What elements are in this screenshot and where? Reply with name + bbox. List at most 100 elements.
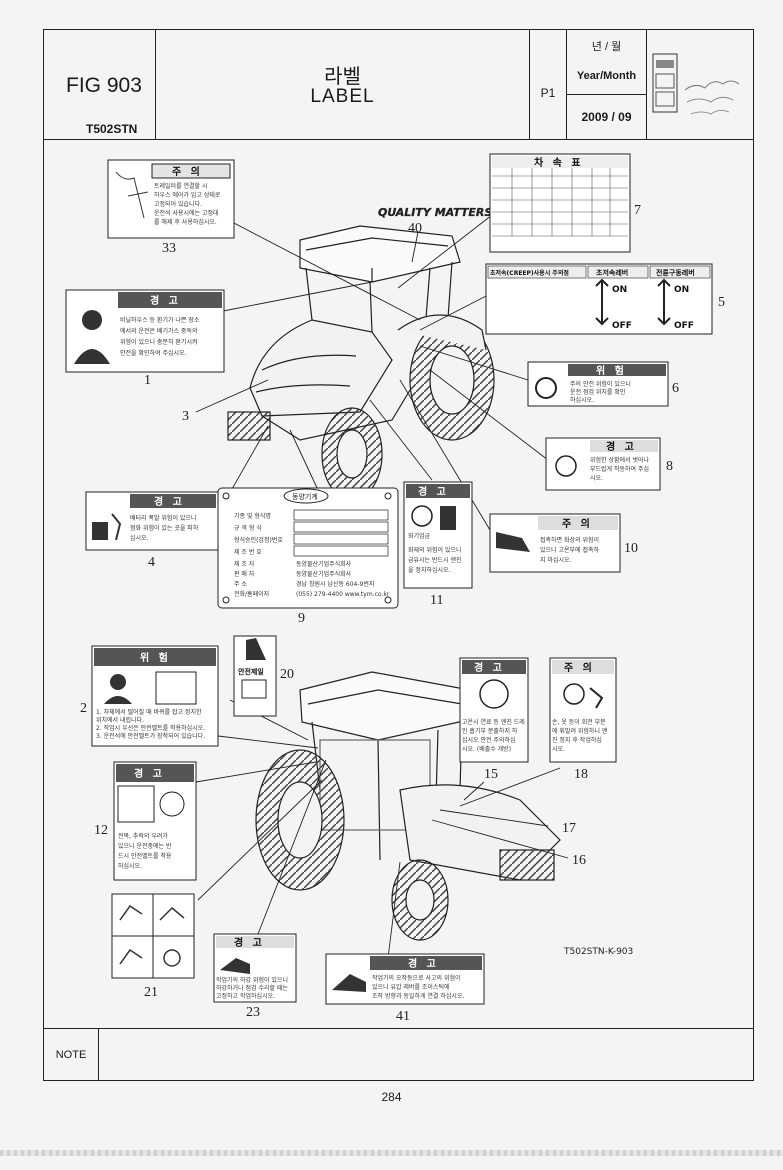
year-month-korean: 년 / 월 [591,41,622,53]
logo-cell [647,30,753,139]
svg-text:지 마십시오.: 지 마십시오. [540,556,572,564]
svg-text:1. 차체에서 떨어질 때 바퀴를 잡고 정지한: 1. 차체에서 떨어질 때 바퀴를 잡고 정지한 [96,708,202,716]
parts-drawing: QUALITY MATTERS [65,153,725,1024]
note-label: NOTE [44,1029,99,1080]
title-korean: 라벨 [324,66,361,88]
svg-text:있으니 고온부에 접촉하: 있으니 고온부에 접촉하 [540,546,599,554]
svg-text:위험이 있으니 충분히 환기시켜: 위험이 있으니 충분히 환기시켜 [120,338,197,346]
page-code: P1 [540,86,556,100]
callout-11: 11 [430,593,443,608]
label-20-head: 안전제일 [238,667,264,676]
svg-text:하우스 에어가 입고 상태로: 하우스 에어가 입고 상태로 [154,191,221,199]
svg-text:하십시오.: 하십시오. [570,396,594,404]
label-2-head: 위 험 [140,651,171,664]
scan-artifact [0,1150,783,1156]
year-month-english: Year/Month [576,70,637,82]
title-cell: 라벨 LABEL [156,30,530,139]
label-2: 위 험 1. 차체에서 떨어질 때 바퀴를 잡고 정지한 위치에서 내립니다. … [91,645,219,747]
fig-cell: FIG 903 T502STN [44,30,156,139]
svg-text:하십시오.: 하십시오. [118,862,142,870]
callout-41: 41 [396,1009,410,1024]
label-4: 경 고 배터리 폭발 위험이 있으니 점화 위험이 있는 곳을 피하 십시오. [85,491,219,551]
label-6: 위 험 주의 안전 위험이 있으니 운전 점검 위치를 확인 하십시오. [527,361,669,407]
svg-text:배터리 폭발 위험이 있으니: 배터리 폭발 위험이 있으니 [130,514,196,522]
svg-text:에 휘말려 위험하니 엔: 에 휘말려 위험하니 엔 [552,727,608,735]
callout-2: 2 [80,701,87,716]
label-11-head: 경 고 [418,485,449,498]
label-18-head: 주 의 [564,661,595,674]
callout-20: 20 [280,667,294,682]
svg-text:작업기의 오작동으로 사고의 위험이: 작업기의 오작동으로 사고의 위험이 [372,974,461,982]
svg-text:비닐하우스 등 환기가 나쁜 장소: 비닐하우스 등 환기가 나쁜 장소 [120,316,200,324]
label-33: 주 의 트레일러를 연결할 시 하우스 에어가 입고 상태로 고정되어 있습니다… [107,159,235,239]
model-name: T502STN [86,122,138,136]
svg-text:전륜구동레버: 전륜구동레버 [656,268,695,277]
svg-text:형식승인(검정)번호: 형식승인(검정)번호 [234,536,283,544]
svg-text:를 해제 후 사용하십시오.: 를 해제 후 사용하십시오. [154,218,217,226]
year-month-cell: 년 / 월 Year/Month 2009 / 09 [567,30,647,139]
callout-21: 21 [144,985,158,1000]
svg-text:부드럽게 작동하여 주십: 부드럽게 작동하여 주십 [590,465,649,473]
svg-text:운전석 사용시에는 고정대: 운전석 사용시에는 고정대 [154,209,219,217]
svg-text:동양물산기업주식회사: 동양물산기업주식회사 [296,560,352,568]
svg-text:2. 작업시 우선은 안전벨트를 착용하십시오.: 2. 작업시 우선은 안전벨트를 착용하십시오. [96,724,205,732]
callout-10: 10 [624,541,638,556]
label-4-head: 경 고 [154,495,185,508]
svg-text:십시오 안전 주의하십: 십시오 안전 주의하십 [462,736,516,744]
svg-text:있으니 운전중에는 반: 있으니 운전중에는 반 [118,842,172,850]
svg-text:위험한 상황에서 벗어나: 위험한 상황에서 벗어나 [590,456,649,464]
page-code-cell: P1 [530,30,567,139]
svg-text:동양물산기업주식회사: 동양물산기업주식회사 [296,570,352,578]
svg-text:OFF: OFF [674,321,694,331]
svg-text:에서의 운전은 배기가스 중독의: 에서의 운전은 배기가스 중독의 [120,327,197,335]
svg-text:경남 창원시 남산동 604-9번지: 경남 창원시 남산동 604-9번지 [296,580,374,588]
svg-text:급유시는 반드시 엔진: 급유시는 반드시 엔진 [408,556,462,564]
label-10-head: 주 의 [562,517,593,530]
callout-9: 9 [298,611,305,626]
svg-text:화재의 위험이 있으니: 화재의 위험이 있으니 [408,546,462,554]
label-7-head: 차 속 표 [534,156,584,169]
label-9: 동양기계 기종 및 형식명 규 격 형 식 형식승인(검정)번호 제 조 번 호… [217,487,399,609]
svg-text:트레일러를 연결할 시: 트레일러를 연결할 시 [154,182,208,190]
svg-text:전복, 추락의 우려가: 전복, 추락의 우려가 [118,832,168,840]
svg-text:조작 방향과 동일하게 연결 하십시오.: 조작 방향과 동일하게 연결 하십시오. [372,992,464,1000]
label-20: 안전제일 [233,635,277,717]
title-block: FIG 903 T502STN 라벨 LABEL P1 년 / 월 Year/M… [44,30,753,140]
callout-1: 1 [144,373,151,388]
svg-text:화기엄금: 화기엄금 [408,532,431,540]
callout-15: 15 [484,767,498,782]
svg-text:있으니 유압 레버를 조이스틱에: 있으니 유압 레버를 조이스틱에 [372,983,449,991]
svg-text:규 격 형 식: 규 격 형 식 [234,524,262,532]
page-frame: FIG 903 T502STN 라벨 LABEL P1 년 / 월 Year/M… [43,29,754,1081]
label-12: 경 고 전복, 추락의 우려가 있으니 운전중에는 반 드시 안전벨트를 착용 … [113,761,197,881]
callout-5: 5 [718,295,725,310]
label-15-head: 경 고 [474,661,505,674]
svg-text:제 조 자: 제 조 자 [234,560,255,568]
svg-text:진 정지 후 작업하십: 진 정지 후 작업하십 [552,736,602,744]
callout-7: 7 [634,203,641,218]
callout-16: 16 [572,853,586,868]
label-41-head: 경 고 [408,957,439,970]
svg-text:고정되어 있습니다.: 고정되어 있습니다. [154,200,202,208]
svg-text:을 정지하십시오.: 을 정지하십시오. [408,566,451,574]
callout-12: 12 [94,823,108,838]
svg-text:십시오.: 십시오. [130,534,149,542]
note-row: NOTE [44,1028,753,1080]
callout-40: 40 [408,221,422,236]
svg-text:판 매 자: 판 매 자 [234,570,255,578]
label-41: 경 고 작업기의 오작동으로 사고의 위험이 있으니 유압 레버를 조이스틱에 … [325,953,485,1005]
svg-text:시오. (배출수 개방): 시오. (배출수 개방) [462,745,511,753]
label-21 [111,893,195,979]
svg-text:초저속레버: 초저속레버 [596,268,628,277]
nameplate-badge: 동양기계 [292,492,318,501]
svg-text:기종 및 형식명: 기종 및 형식명 [234,512,271,520]
drawing-code: T502STN-K-903 [563,947,633,957]
brand-badge: QUALITY MATTERS [378,206,492,219]
label-5: 초저속(CREEP)사용시 주의점 초저속레버 전륜구동레버 ON OFF ON… [485,263,713,335]
svg-text:3. 운전석에 안전벨트가 장착되어 있습니다.: 3. 운전석에 안전벨트가 장착되어 있습니다. [96,732,205,740]
label-23-head: 경 고 [234,936,265,949]
svg-text:고정하고 작업하십시오.: 고정하고 작업하십시오. [216,992,275,1000]
svg-text:시오.: 시오. [552,746,565,753]
svg-text:(055) 279-4400 www.tym.co.kr: (055) 279-4400 www.tym.co.kr [296,591,390,598]
callout-17: 17 [562,821,576,836]
